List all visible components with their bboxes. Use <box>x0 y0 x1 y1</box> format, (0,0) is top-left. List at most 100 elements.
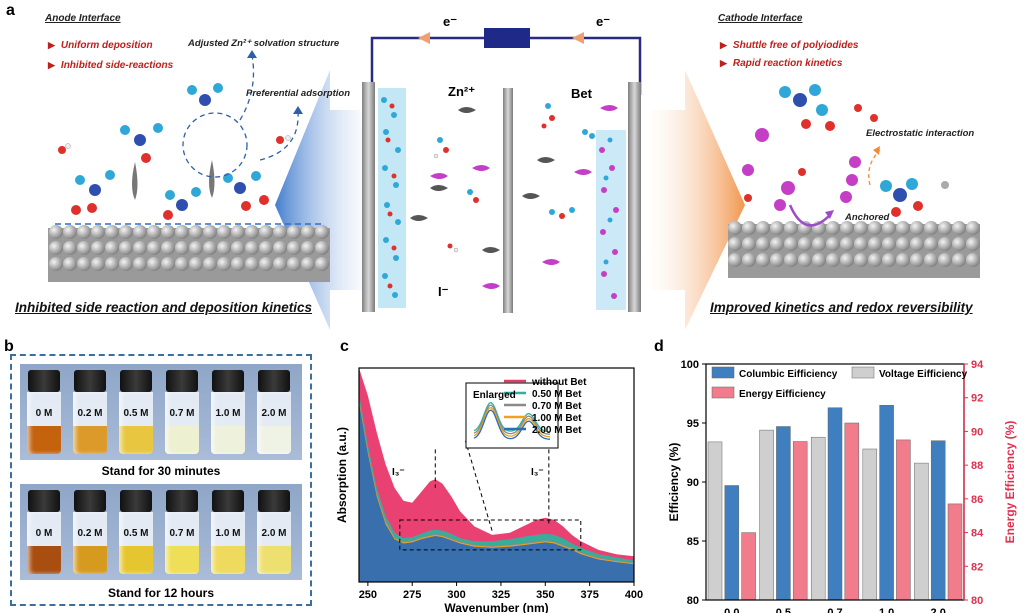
x-tick-label: 0.5 <box>776 607 791 613</box>
bar <box>776 426 791 601</box>
vial-label: 2.0 M <box>261 528 287 539</box>
x-axis-title: Wavenumber (nm) <box>444 601 548 613</box>
inset-series-line <box>473 404 551 435</box>
anode-molecule-layer <box>378 88 406 308</box>
vial: 1.0 M <box>210 490 246 576</box>
legend-label: Voltage Eifficiency <box>879 369 968 380</box>
series-area <box>359 398 634 582</box>
y2-tick-label: 84 <box>971 528 984 540</box>
legend-label: 0.50 M Bet <box>532 389 582 400</box>
y2-axis-title: Energy Efficiency (%) <box>1003 421 1017 544</box>
x-tick-label: 325 <box>492 589 510 601</box>
vial: 2.0 M <box>256 370 292 456</box>
vial: 0 M <box>26 490 62 576</box>
panel-d-label: d <box>654 338 664 355</box>
vial: 0.5 M <box>118 370 154 456</box>
iodide-ions <box>430 105 618 289</box>
peak-label-1: I₃⁻ <box>392 467 405 478</box>
y2-tick-label: 90 <box>971 426 983 438</box>
electrostatic-note: Electrostatic interaction <box>866 128 975 139</box>
vial-caption-top: Stand for 30 minutes <box>101 464 221 478</box>
x-tick-label: 400 <box>625 589 643 601</box>
legend-label: 2.00 M Bet <box>532 425 582 436</box>
vial-cap <box>166 490 198 512</box>
legend-label: 0.70 M Bet <box>532 401 582 412</box>
bar <box>844 422 860 601</box>
y-tick-label: 100 <box>681 359 699 371</box>
solvation-note: Adjusted Zn²⁺ solvation structure <box>188 38 340 49</box>
y2-tick-label: 86 <box>971 494 983 506</box>
inset-pointer <box>464 440 493 531</box>
y-tick-label: 85 <box>687 536 699 548</box>
y-tick-label: 90 <box>687 477 699 489</box>
vial-cap <box>28 370 60 392</box>
anode-bullet-1: ▶Uniform deposition <box>48 40 153 51</box>
bar <box>810 436 826 601</box>
vial-label: 0.2 M <box>77 528 103 539</box>
vial-label: 0.2 M <box>77 408 103 419</box>
plot-frame <box>358 367 635 583</box>
vial-label: 0 M <box>35 408 53 419</box>
cathode-interface-title: Cathode Interface <box>718 13 803 24</box>
vial-body <box>27 512 61 574</box>
vial-cap <box>120 490 152 512</box>
vial-body <box>257 392 291 454</box>
cathode-substrate <box>728 221 980 278</box>
vial-body <box>257 512 291 574</box>
y-axis-title: Absorption (a.u.) <box>335 427 349 523</box>
zn-ions <box>410 107 555 253</box>
cathode-bullet-1: ▶Shuttle free of polyiodides <box>720 40 859 51</box>
vial: 0.7 M <box>164 490 200 576</box>
vial-body <box>73 512 107 574</box>
vial-cap <box>28 490 60 512</box>
y2-tick-label: 80 <box>971 595 983 607</box>
vial-cap <box>120 370 152 392</box>
vial: 1.0 M <box>210 370 246 456</box>
anode-interface-title: Anode Interface <box>45 13 121 24</box>
vial-row-top <box>20 364 302 460</box>
anchored-note: Anchored <box>845 212 890 223</box>
panel-a-illustration <box>48 28 980 330</box>
bar <box>896 439 911 601</box>
x-tick-label: 0.7 <box>827 607 842 613</box>
inset-series-line <box>473 401 551 433</box>
vial-body <box>119 392 153 454</box>
series-area <box>359 402 634 582</box>
legend-swatch <box>711 366 735 379</box>
bar <box>707 441 723 601</box>
y-tick-label: 80 <box>687 595 699 607</box>
x-tick-label: 350 <box>536 589 554 601</box>
vial-label: 0.5 M <box>123 528 149 539</box>
right-flow-arrow <box>645 70 745 330</box>
bar <box>930 440 946 601</box>
bar <box>759 429 774 601</box>
x-tick-label: 300 <box>447 589 465 601</box>
chart-c-inset-label: Enlarged <box>473 390 516 401</box>
bar <box>947 503 963 601</box>
vial-row-bottom <box>20 484 302 580</box>
vial-body <box>165 392 199 454</box>
y2-tick-label: 92 <box>971 393 983 405</box>
bet-molecules-electrolyte <box>433 103 595 253</box>
vial-body <box>73 392 107 454</box>
anode-bullet-2-text: Inhibited side-reactions <box>60 60 174 71</box>
bar <box>914 462 929 601</box>
vial-photo-frame: Stand for 30 minutes Stand for 12 hours … <box>10 354 312 606</box>
caption-left: Inhibited side reaction and deposition k… <box>15 300 313 315</box>
legend-label: Energy Eifficiency <box>739 389 826 400</box>
vial-label: 0 M <box>35 528 53 539</box>
y-axis-title: Efficiency (%) <box>667 443 681 522</box>
separator <box>503 88 513 313</box>
vial-label: 0.7 M <box>169 528 195 539</box>
bar <box>741 532 756 601</box>
cathode-bullet-2-text: Rapid reaction kinetics <box>732 58 843 69</box>
x-tick-label: 375 <box>580 589 598 601</box>
bar <box>879 405 894 601</box>
vial: 0.2 M <box>72 370 108 456</box>
y2-tick-label: 94 <box>971 359 984 371</box>
x-tick-label: 250 <box>359 589 377 601</box>
legend-label: 1.00 M Bet <box>532 413 582 424</box>
vial-cap <box>74 370 106 392</box>
vial-cap <box>212 490 244 512</box>
